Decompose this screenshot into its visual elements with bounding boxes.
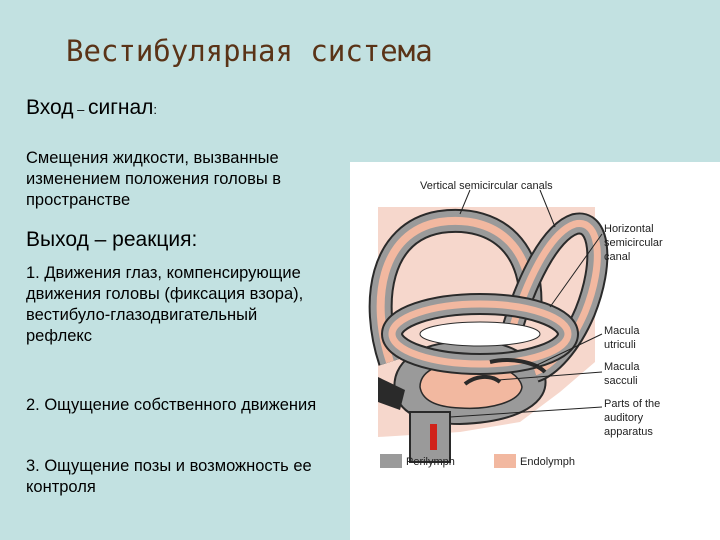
label-macula-sacculi-1: Macula [604, 361, 640, 373]
input-heading-colon: : [153, 102, 158, 117]
output-item-1: 1. Движения глаз, компенсирующие движени… [26, 264, 304, 345]
label-horizontal-3: canal [604, 251, 630, 263]
input-heading: Вход – сигнал: [26, 96, 157, 120]
leader-auditory [449, 406, 603, 418]
oval-window [378, 377, 405, 410]
label-auditory-1: Parts of the [604, 398, 660, 410]
slide-title: Вестибулярная система [66, 34, 433, 68]
auditory-duct-red-marker [430, 424, 437, 450]
label-auditory-3: apparatus [604, 426, 653, 438]
legend-perilymph-label: Perilymph [406, 456, 455, 468]
leader-macula-utriculi [534, 333, 603, 367]
output-item-3: 3. Ощущение позы и возможность ее контро… [26, 457, 312, 496]
vestibular-diagram-panel: Vertical semicircular canals Horizontal … [350, 162, 720, 540]
leader-macula-sacculi [497, 371, 603, 381]
input-description: Смещения жидкости, вызванные изменением … [26, 149, 282, 209]
legend-endolymph-label: Endolymph [520, 456, 575, 468]
legend-endolymph-swatch [494, 454, 516, 468]
output-heading: Выход – реакция: [26, 228, 198, 251]
macula-utriculi [489, 358, 547, 374]
label-macula-sacculi-2: sacculi [604, 375, 638, 387]
label-auditory-2: auditory [604, 412, 644, 424]
input-heading-dash: – [73, 102, 88, 117]
horizontal-canal-endolymph [388, 300, 572, 368]
macula-sacculi [463, 375, 502, 386]
label-macula-utriculi-1: Macula [604, 325, 640, 337]
input-heading-rest: сигнал [87, 96, 154, 119]
vertical-canal-left-endolymph [376, 216, 535, 364]
output-item-2: 2. Ощущение собственного движения [26, 396, 317, 414]
label-horizontal-1: Horizontal [604, 223, 654, 235]
leader-vertical-canals [459, 189, 471, 215]
label-horizontal-2: semicircular [604, 237, 663, 249]
vestibular-diagram: Vertical semicircular canals Horizontal … [368, 180, 663, 468]
label-macula-utriculi-2: utriculi [604, 339, 636, 351]
leader-horizontal-canal [549, 233, 603, 308]
horizontal-canal-hole [419, 321, 541, 347]
leader-vertical-canals-2 [539, 189, 556, 228]
input-heading-main: Вход [26, 96, 74, 119]
legend-perilymph-swatch [380, 454, 402, 468]
label-vertical-canals: Vertical semicircular canals [420, 180, 553, 192]
